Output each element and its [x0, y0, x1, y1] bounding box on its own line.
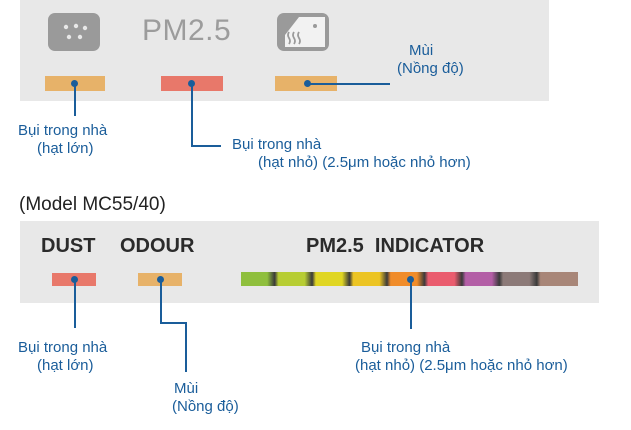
dust-small-callout: Bụi trong nhà (hạt nhỏ) (2.5μm hoặc nhỏ … [355, 339, 568, 375]
dust-label: DUST [41, 235, 96, 257]
odour-label: ODOUR [120, 235, 195, 257]
callout-text: Bụi trong nhà [18, 122, 108, 139]
callout-line [160, 322, 186, 324]
dust-sensor-icon [48, 13, 100, 51]
callout-text: (hạt lớn) [37, 140, 94, 157]
dust-large-callout: Bụi trong nhà (hạt lớn) [18, 339, 107, 375]
dust-small-callout: Bụi trong nhà (hạt nhỏ) (2.5μm hoặc nhỏ … [232, 136, 471, 172]
sensor-panel-bottom [20, 221, 599, 303]
pm25-indicator-label: PM2.5 INDICATOR [306, 235, 485, 257]
odour-sensor-icon [277, 13, 329, 51]
callout-text: (Nồng độ) [397, 60, 464, 77]
callout-text: (hạt nhỏ) (2.5μm hoặc nhỏ hơn) [258, 154, 471, 171]
callout-text: Bụi trong nhà [361, 339, 451, 356]
callout-line [74, 83, 76, 116]
callout-text: Mùi [409, 42, 434, 59]
callout-text: (hạt nhỏ) (2.5μm hoặc nhỏ hơn) [355, 357, 568, 374]
odour-callout: Mùi (Nồng độ) [172, 380, 239, 416]
callout-line [74, 279, 76, 328]
callout-text: Mùi [174, 380, 199, 397]
callout-line [307, 83, 390, 85]
callout-line [191, 145, 221, 147]
dust-large-callout: Bụi trong nhà (hạt lớn) [18, 122, 107, 158]
callout-text: (hạt lớn) [37, 357, 94, 374]
odour-callout: Mùi (Nồng độ) [397, 42, 464, 78]
pm25-label: PM2.5 [142, 14, 232, 47]
callout-line [185, 322, 187, 372]
callout-line [160, 279, 162, 323]
callout-line [191, 83, 193, 146]
model-heading: (Model MC55/40) [19, 194, 166, 215]
callout-text: Bụi trong nhà [232, 136, 322, 153]
callout-text: Bụi trong nhà [18, 339, 108, 356]
callout-text: (Nồng độ) [172, 398, 239, 415]
callout-line [410, 279, 412, 329]
